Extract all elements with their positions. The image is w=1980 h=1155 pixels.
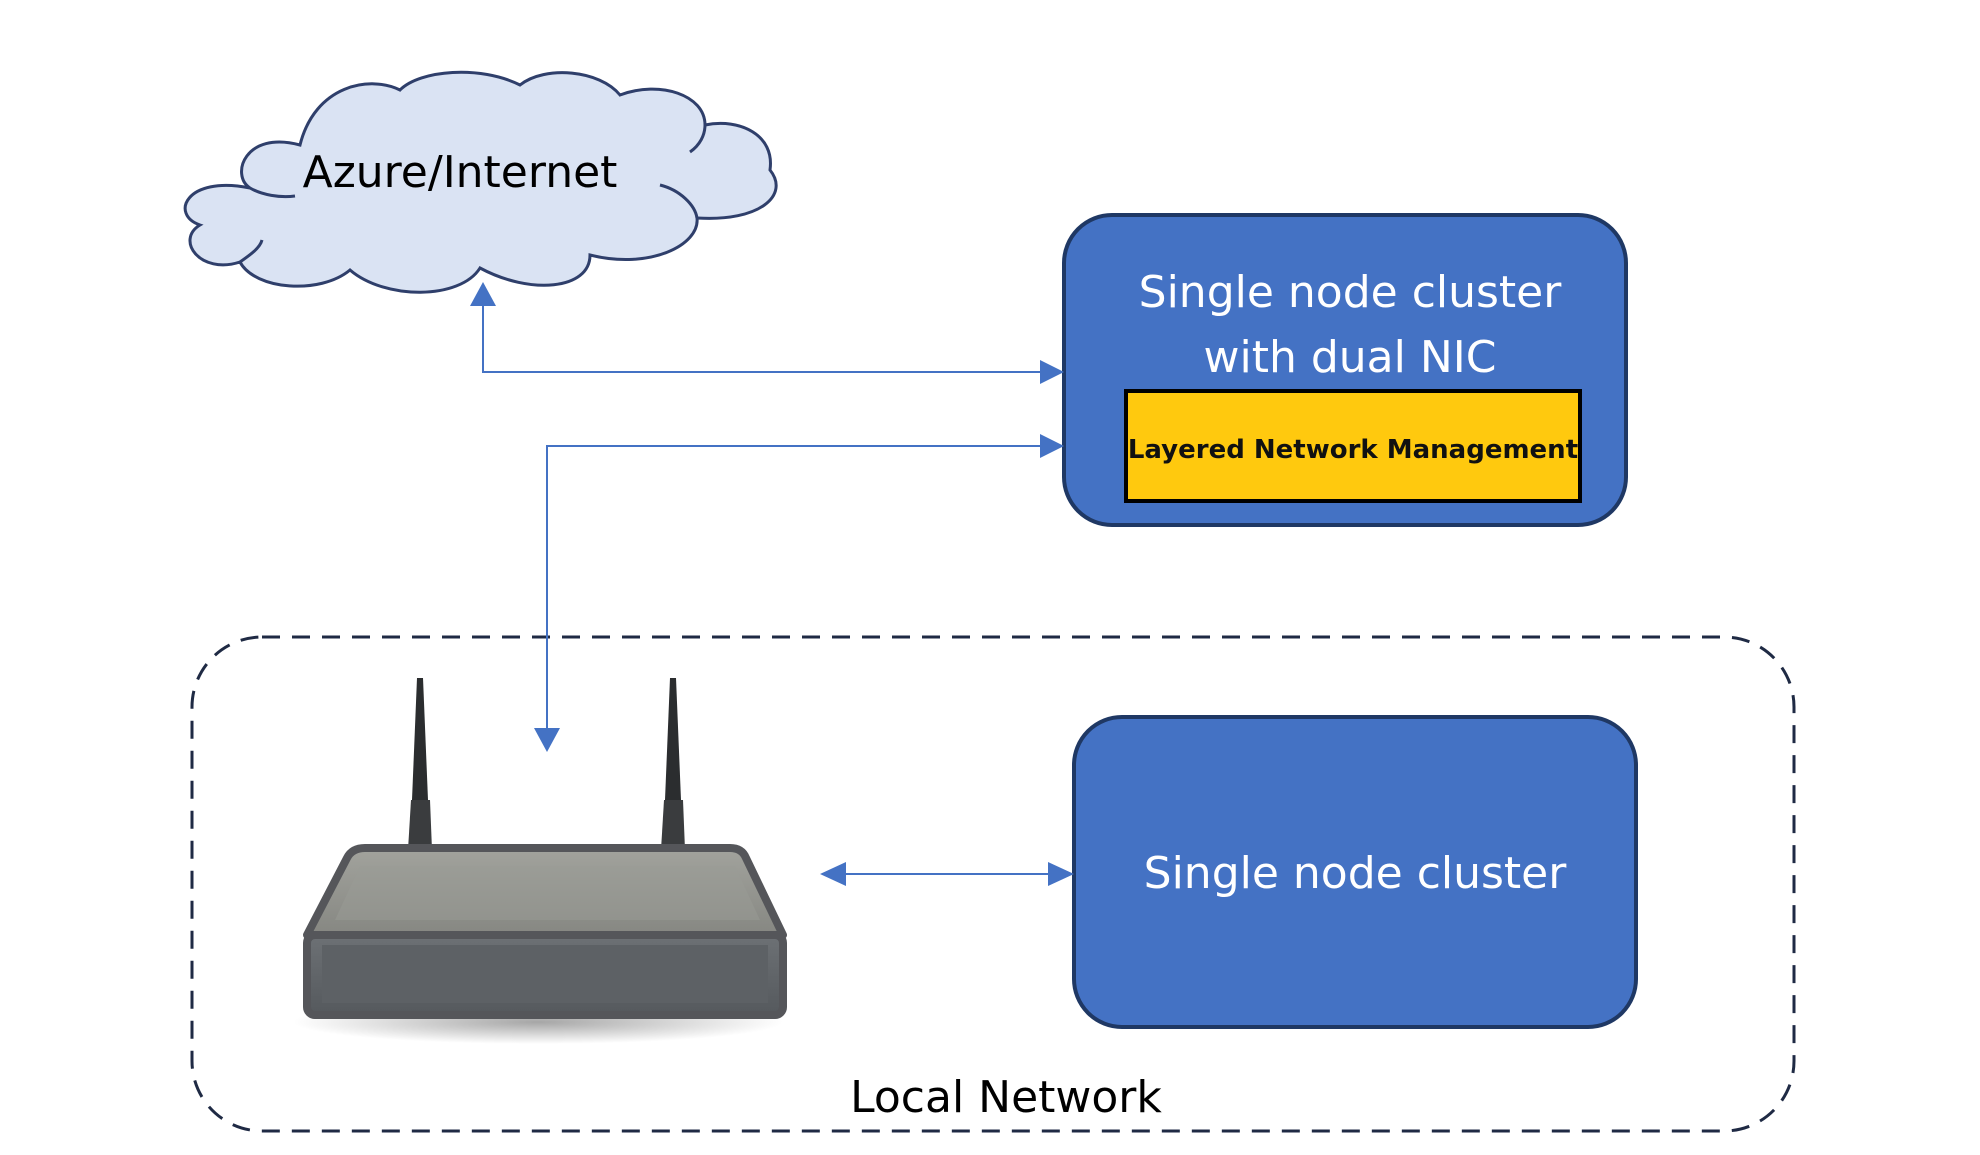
- cloud-icon: [183, 70, 778, 294]
- dual-nic-cluster-label-line1: Single node cluster: [1139, 267, 1563, 318]
- layered-network-management-box: [1124, 389, 1582, 503]
- dual-nic-cluster-label-line2: with dual NIC: [1204, 332, 1497, 383]
- local-cluster-box: [1072, 715, 1638, 1029]
- local-network-label: Local Network: [850, 1072, 1162, 1123]
- arrow-router-to-dual-nic: [534, 434, 1064, 752]
- wireless-router-icon: [293, 678, 787, 1044]
- local-network-boundary: [190, 635, 1796, 1133]
- cloud-label: Azure/Internet: [303, 147, 618, 198]
- layered-network-management-label: Layered Network Management: [1128, 435, 1578, 465]
- local-cluster-label: Single node cluster: [1144, 848, 1568, 899]
- arrow-cloud-to-dual-nic: [470, 282, 1064, 384]
- arrow-router-to-local-cluster: [820, 862, 1074, 886]
